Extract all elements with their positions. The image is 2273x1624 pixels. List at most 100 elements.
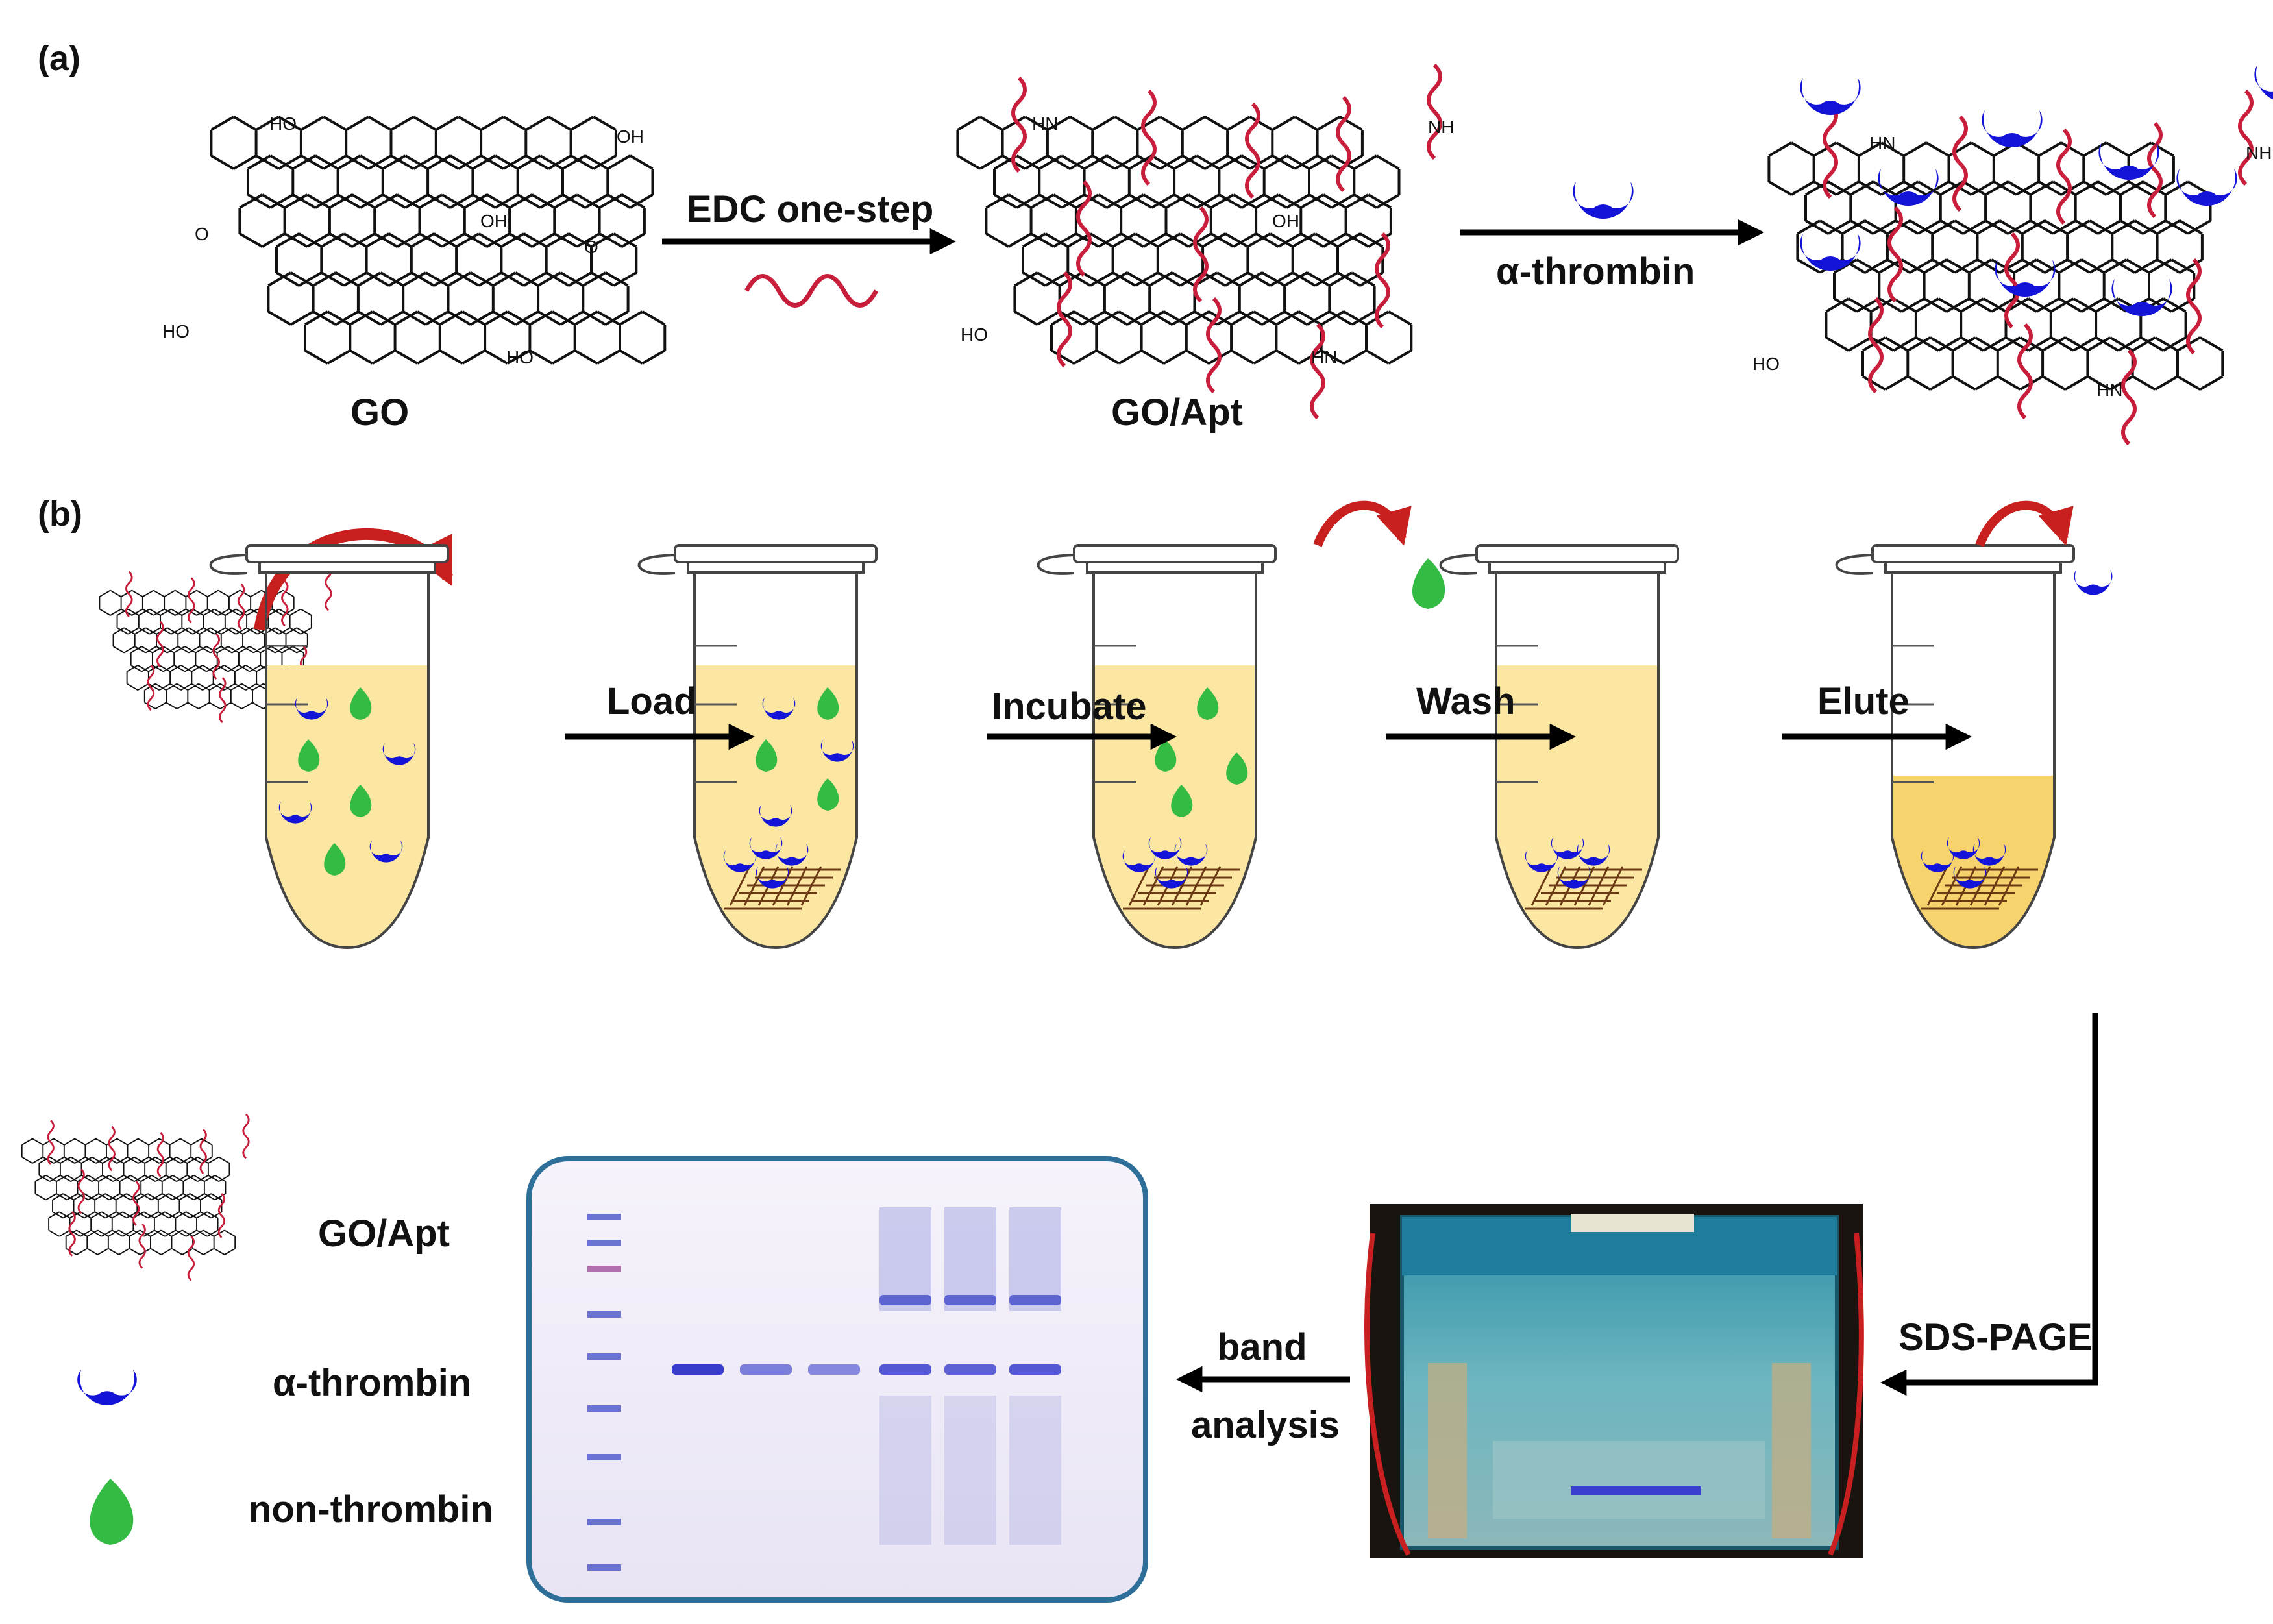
band-label: band <box>1217 1326 1307 1368</box>
bound-thrombin-icon <box>2098 143 2159 180</box>
thrombin-particle <box>382 743 416 765</box>
tube-2 <box>637 544 878 950</box>
tube-1 <box>209 544 449 950</box>
removed-non-thrombin-icon <box>1412 558 1445 609</box>
aptamer-strand <box>1887 206 1903 303</box>
bound-thrombin-icon <box>1878 169 1939 206</box>
elute-red-arrow <box>1975 500 2074 547</box>
go-sheet: HO OH OH HO HO O O <box>162 114 667 367</box>
analysis-label: analysis <box>1191 1404 1340 1446</box>
aptamer-strand <box>212 633 220 680</box>
sds-page-gel <box>526 1156 1148 1603</box>
thrombin-particle <box>762 698 796 720</box>
go-apt-pellet <box>1921 837 2038 910</box>
aptamer-strand <box>187 1235 195 1281</box>
aptamer-strand <box>77 1168 85 1214</box>
go-hex-lattice <box>210 116 667 365</box>
aptamer-strand <box>1011 76 1027 173</box>
go-label: GO <box>350 391 409 434</box>
aptamer-strand <box>108 1126 116 1172</box>
electrophoresis-tank <box>1364 1204 1864 1558</box>
legend-go-apt-sheet <box>21 1113 250 1281</box>
ladder-band <box>587 1405 621 1412</box>
thrombin-particle <box>759 805 792 827</box>
sds-page-arrow <box>1880 1013 2098 1396</box>
aptamer-strand <box>1952 115 1968 212</box>
go-atom-oh-1: OH <box>617 127 644 147</box>
thrombin-band <box>740 1364 792 1375</box>
aptamer-strand <box>1141 89 1157 186</box>
non-thrombin-particle <box>1197 687 1219 720</box>
non-thrombin-particle <box>350 785 372 817</box>
non-thrombin-particle <box>817 778 839 811</box>
impurity-band <box>879 1295 931 1305</box>
aptamer-strand <box>1057 271 1072 368</box>
legend-non-thrombin-icon <box>90 1479 134 1545</box>
bound-thrombin-icon <box>1800 234 1861 271</box>
aptamer-strand <box>242 1113 250 1159</box>
non-thrombin-particle <box>350 687 372 720</box>
thrombin-band <box>879 1364 931 1375</box>
aptamer-strand <box>147 664 155 711</box>
go-apt-aptamers <box>1011 63 1442 420</box>
aptamer-strand <box>217 1193 226 1238</box>
gel-lanes <box>587 1207 1061 1571</box>
aptamer-strand <box>1336 95 1351 193</box>
thrombin-particle <box>278 802 312 824</box>
ladder-band <box>587 1214 621 1220</box>
non-thrombin-particle <box>817 687 839 720</box>
bound-thrombin-icon <box>1995 260 2056 297</box>
aptamer-strand <box>68 1211 76 1257</box>
eluted-thrombin-icon <box>2074 570 2113 595</box>
non-thrombin-particle <box>756 739 778 772</box>
ladder-band <box>587 1266 621 1272</box>
aptamer-strand <box>199 1129 207 1174</box>
impurity-band <box>944 1295 996 1305</box>
aptamer-strand <box>219 676 227 724</box>
goapt-atom-ho-1: HO <box>961 325 988 345</box>
go-atom-ho-1: HO <box>269 114 297 134</box>
goapt-atom-hn-2: HN <box>1311 347 1337 367</box>
aptamer-strand <box>2017 323 2033 420</box>
elute-label: Elute <box>1817 680 1910 722</box>
aptamer-strand <box>1823 102 1838 199</box>
aptamer-strand <box>1245 102 1260 199</box>
elute-step: Elute <box>1782 680 1972 750</box>
go-apt-pellet <box>723 837 841 910</box>
go-apt-pellet <box>1122 837 1240 910</box>
thrombin-particle <box>295 698 328 720</box>
aptamer-wave-icon <box>744 274 879 308</box>
gothr-atom-hn-2: HN <box>2096 380 2122 400</box>
aptamer-strand <box>237 583 245 630</box>
aptamer-strand <box>132 1181 140 1226</box>
aptamer-strand <box>1310 323 1325 420</box>
go-atom-ho-2: HO <box>162 321 190 341</box>
bound-thrombin-icon <box>1800 78 1861 116</box>
ladder-band <box>587 1454 621 1460</box>
go-apt-hex-lattice <box>956 116 1413 365</box>
ladder-band <box>587 1519 621 1525</box>
tube-5 <box>1835 544 2075 950</box>
legend-go-apt-label: GO/Apt <box>318 1212 450 1255</box>
edc-step-label: EDC one-step <box>687 188 933 230</box>
legend-non-thrombin-label: non-thrombin <box>249 1488 493 1531</box>
thrombin-particle <box>369 841 403 863</box>
aptamer-strand <box>2004 232 2020 329</box>
aptamer-strand <box>2186 258 2202 355</box>
ladder-band <box>587 1311 621 1318</box>
thrombin-band <box>672 1364 724 1375</box>
bound-thrombin-icon <box>2176 169 2237 206</box>
ladder-band <box>587 1353 621 1360</box>
go-atom-oh-2: OH <box>480 211 508 231</box>
thrombin-icon-arrow <box>1573 182 1634 219</box>
go-apt-sheet: HN NH OH HO HN <box>956 63 1454 420</box>
aptamer-strand <box>1868 297 1884 394</box>
go-apt-pellet <box>1525 837 1642 910</box>
aptamer-strand <box>156 621 164 667</box>
ladder-band <box>587 1564 621 1571</box>
aptamer-strand <box>138 1224 146 1269</box>
wash-label: Wash <box>1416 680 1516 722</box>
non-thrombin-particle <box>1226 752 1248 785</box>
legend-thrombin-label: α-thrombin <box>273 1362 471 1404</box>
non-thrombin-particle <box>1171 785 1193 817</box>
